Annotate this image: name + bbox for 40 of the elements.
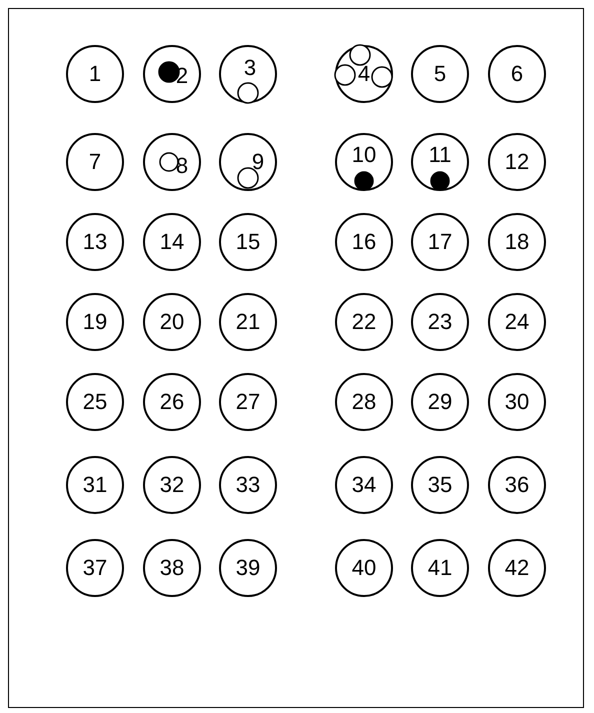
circle-number: 40: [352, 557, 376, 579]
circle-number: 30: [504, 391, 530, 413]
circle-number: 38: [160, 557, 184, 579]
circle-number: 14: [160, 231, 184, 253]
circle-number: 34: [352, 474, 376, 496]
circle-number: 15: [236, 231, 260, 253]
circle-number: 35: [428, 474, 452, 496]
circle-number: 41: [428, 557, 452, 579]
circle-number: 12: [504, 151, 530, 173]
circle-number: 17: [428, 231, 452, 253]
circle-number: 21: [236, 311, 260, 333]
circle-number: 31: [82, 474, 108, 496]
circle-number: 20: [160, 311, 184, 333]
circle-number: 42: [504, 557, 530, 579]
circle-number: 39: [236, 557, 260, 579]
circle-number: 24: [504, 311, 530, 333]
circle-number: 3: [244, 57, 256, 79]
circle-number: 11: [428, 144, 452, 166]
circle-number: 13: [82, 231, 108, 253]
circle-number: 37: [82, 557, 108, 579]
circle-number: 23: [428, 311, 452, 333]
circle-number: 22: [352, 311, 376, 333]
circle-number: 4: [358, 63, 370, 85]
circle-number: 9: [252, 151, 264, 173]
circle-number: 27: [236, 391, 260, 413]
circle-number: 7: [88, 151, 102, 173]
circle-number: 19: [82, 311, 108, 333]
circle-number: 29: [428, 391, 452, 413]
circle-number: 16: [352, 231, 376, 253]
circle-number: 10: [352, 144, 376, 166]
circle-number: 1: [88, 63, 102, 85]
circle-number: 36: [504, 474, 530, 496]
circle-number: 5: [434, 63, 446, 85]
circle-number: 28: [352, 391, 376, 413]
circle-number: 33: [236, 474, 260, 496]
circle-number: 25: [82, 391, 108, 413]
circle-number: 32: [160, 474, 184, 496]
circle-number: 26: [160, 391, 184, 413]
circle-number: 6: [510, 63, 524, 85]
circle-number: 18: [504, 231, 530, 253]
